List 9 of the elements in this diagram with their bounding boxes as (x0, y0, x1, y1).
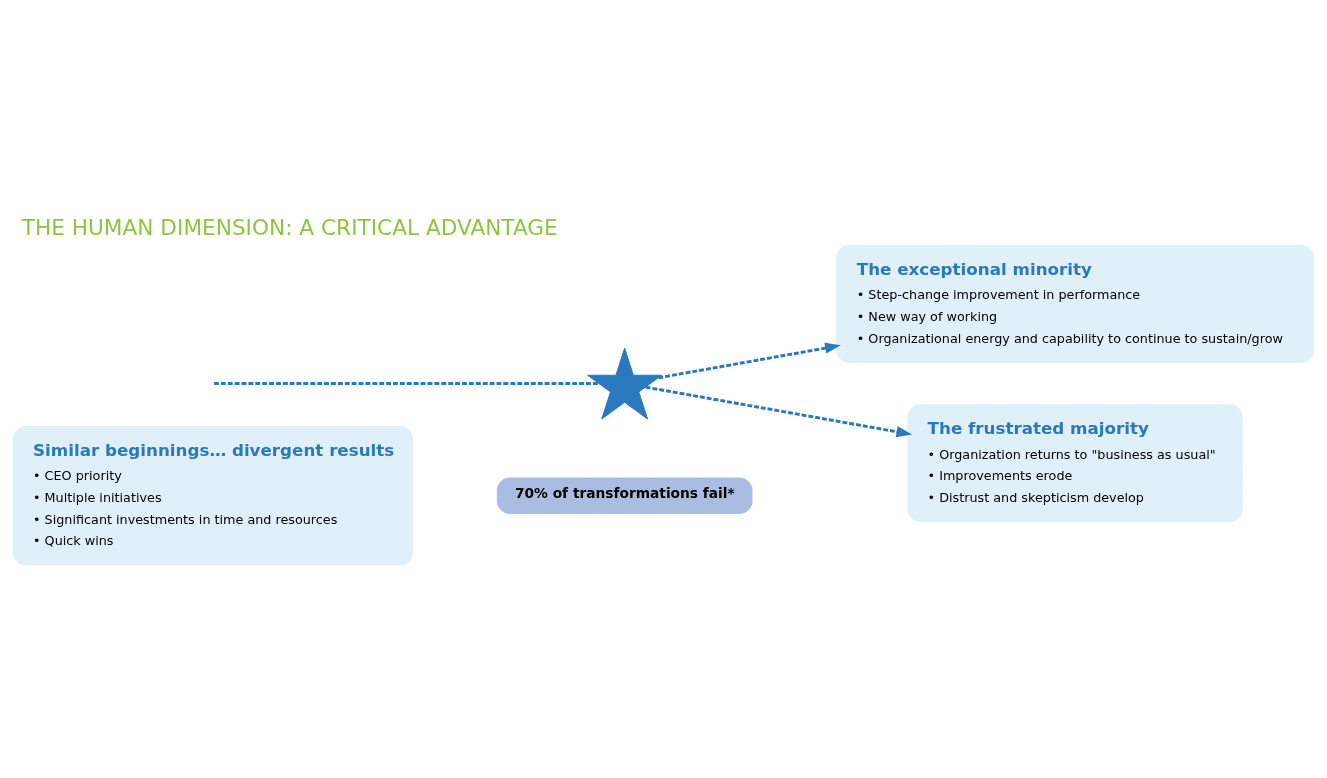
connector (214, 381, 599, 385)
arrow (658, 342, 841, 379)
arrow (645, 385, 913, 437)
diagram-title: THE HUMAN DIMENSION: A CRITICAL ADVANTAGE (21, 214, 558, 240)
node-box: The exceptional minority • Step-change improvement in performance • New way of working • Organizational energy and capability to continue to sustain/grow (836, 244, 1315, 363)
node-box: 70% of transformations fail* (496, 477, 753, 514)
node-box: Similar beginnings… divergent results • CEO priority • Multiple initiatives • Significant investments in time and resources • Quick wins (12, 425, 414, 566)
node-star (587, 347, 663, 419)
node-box: The frustrated majority • Organization returns to "business as usual" • Improvements erode • Distrust and skepticism develop (907, 403, 1243, 522)
